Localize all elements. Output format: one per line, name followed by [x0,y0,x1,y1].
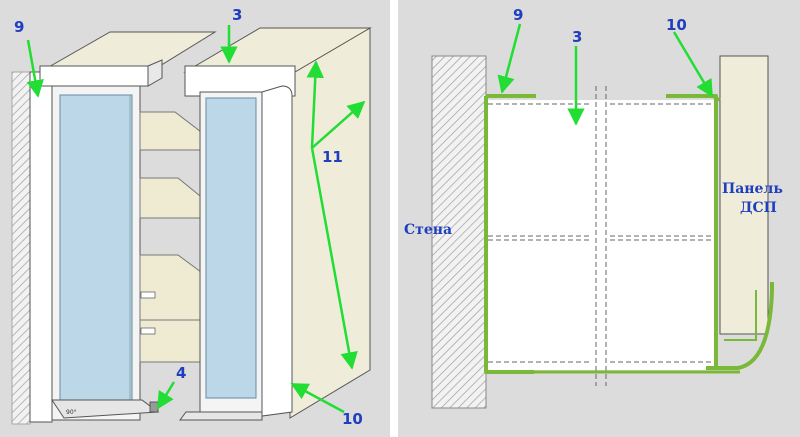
panel-dsp-board [719,55,769,335]
profile-4-part [149,401,159,413]
panel-label-line1: Панель [722,181,783,197]
callout-11: 11 [322,148,343,166]
right-door-glass [205,97,257,399]
arrow-11-down [310,147,358,370]
interior-area [486,100,718,370]
left-door-glass [59,94,133,402]
callout-9-right: 9 [513,6,523,24]
callout-3-right: 3 [572,28,582,46]
arrow-9-left [26,39,44,98]
right-panel: 9 3 10 Стена Панель ДСП [398,0,800,437]
callout-4: 4 [176,364,186,382]
callout-9-left: 9 [14,18,24,36]
callout-10-right: 10 [666,16,687,34]
green-profile-right [666,94,718,370]
arrow-9-right [497,23,522,94]
arrow-10-right [672,31,714,98]
arrow-11-right [311,100,366,149]
drawer-handle-1 [140,291,156,299]
callout-10-left: 10 [342,410,363,428]
arrow-10-left [290,382,345,414]
callout-3-left: 3 [232,6,242,24]
arrow-4 [156,381,176,410]
left-panel: 90° 9 3 4 11 10 [0,0,390,437]
drawer-handle-2 [140,327,156,335]
drawer-2 [139,319,206,363]
wall-label: Стена [404,222,452,238]
green-corner-profile [716,282,774,370]
left-wall-hatch [11,71,31,425]
left-top-profile [39,65,149,87]
left-profile-9 [29,71,53,423]
side-panel-11 [289,27,371,419]
right-wall [431,55,487,409]
panel-label-line2: ДСП [740,200,777,216]
corner-profile-10 [261,85,293,417]
angle-mark: 90° [66,409,77,416]
arrow-11-up [306,60,325,149]
